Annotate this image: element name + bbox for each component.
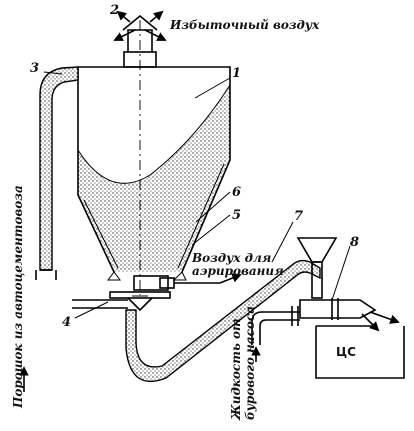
discharge-assembly <box>109 275 175 312</box>
conveying-pipe <box>125 259 321 383</box>
label-powder-from-truck: Порошок из автоцементовоза <box>11 185 25 409</box>
label-liquid-1: Жидкость от <box>229 318 243 421</box>
silo-powder-fill <box>78 85 230 272</box>
label-6: 6 <box>232 185 241 200</box>
powder-inlet-pipe <box>35 66 79 280</box>
aeration-air-line <box>174 273 242 284</box>
label-7: 7 <box>294 209 303 224</box>
mixer-assembly <box>291 237 400 332</box>
label-excess-air: Избыточный воздух <box>169 18 320 32</box>
label-5: 5 <box>232 208 241 223</box>
label-aeration-air-2: аэрирования <box>192 264 284 278</box>
label-2: 2 <box>109 3 119 18</box>
label-4: 4 <box>62 315 71 330</box>
label-3: 3 <box>30 61 39 76</box>
liquid-supply-pipe <box>251 311 300 362</box>
label-aeration-air-1: Воздух для <box>191 251 271 265</box>
label-1: 1 <box>232 66 241 81</box>
label-8: 8 <box>350 235 359 250</box>
excess-air-vent <box>113 10 167 68</box>
label-liquid-2: бурового насоса <box>243 306 257 420</box>
label-cs: ЦС <box>336 345 356 359</box>
cs-tank <box>315 325 405 379</box>
bottom-pipe <box>72 299 128 309</box>
leader-lines <box>43 71 351 319</box>
